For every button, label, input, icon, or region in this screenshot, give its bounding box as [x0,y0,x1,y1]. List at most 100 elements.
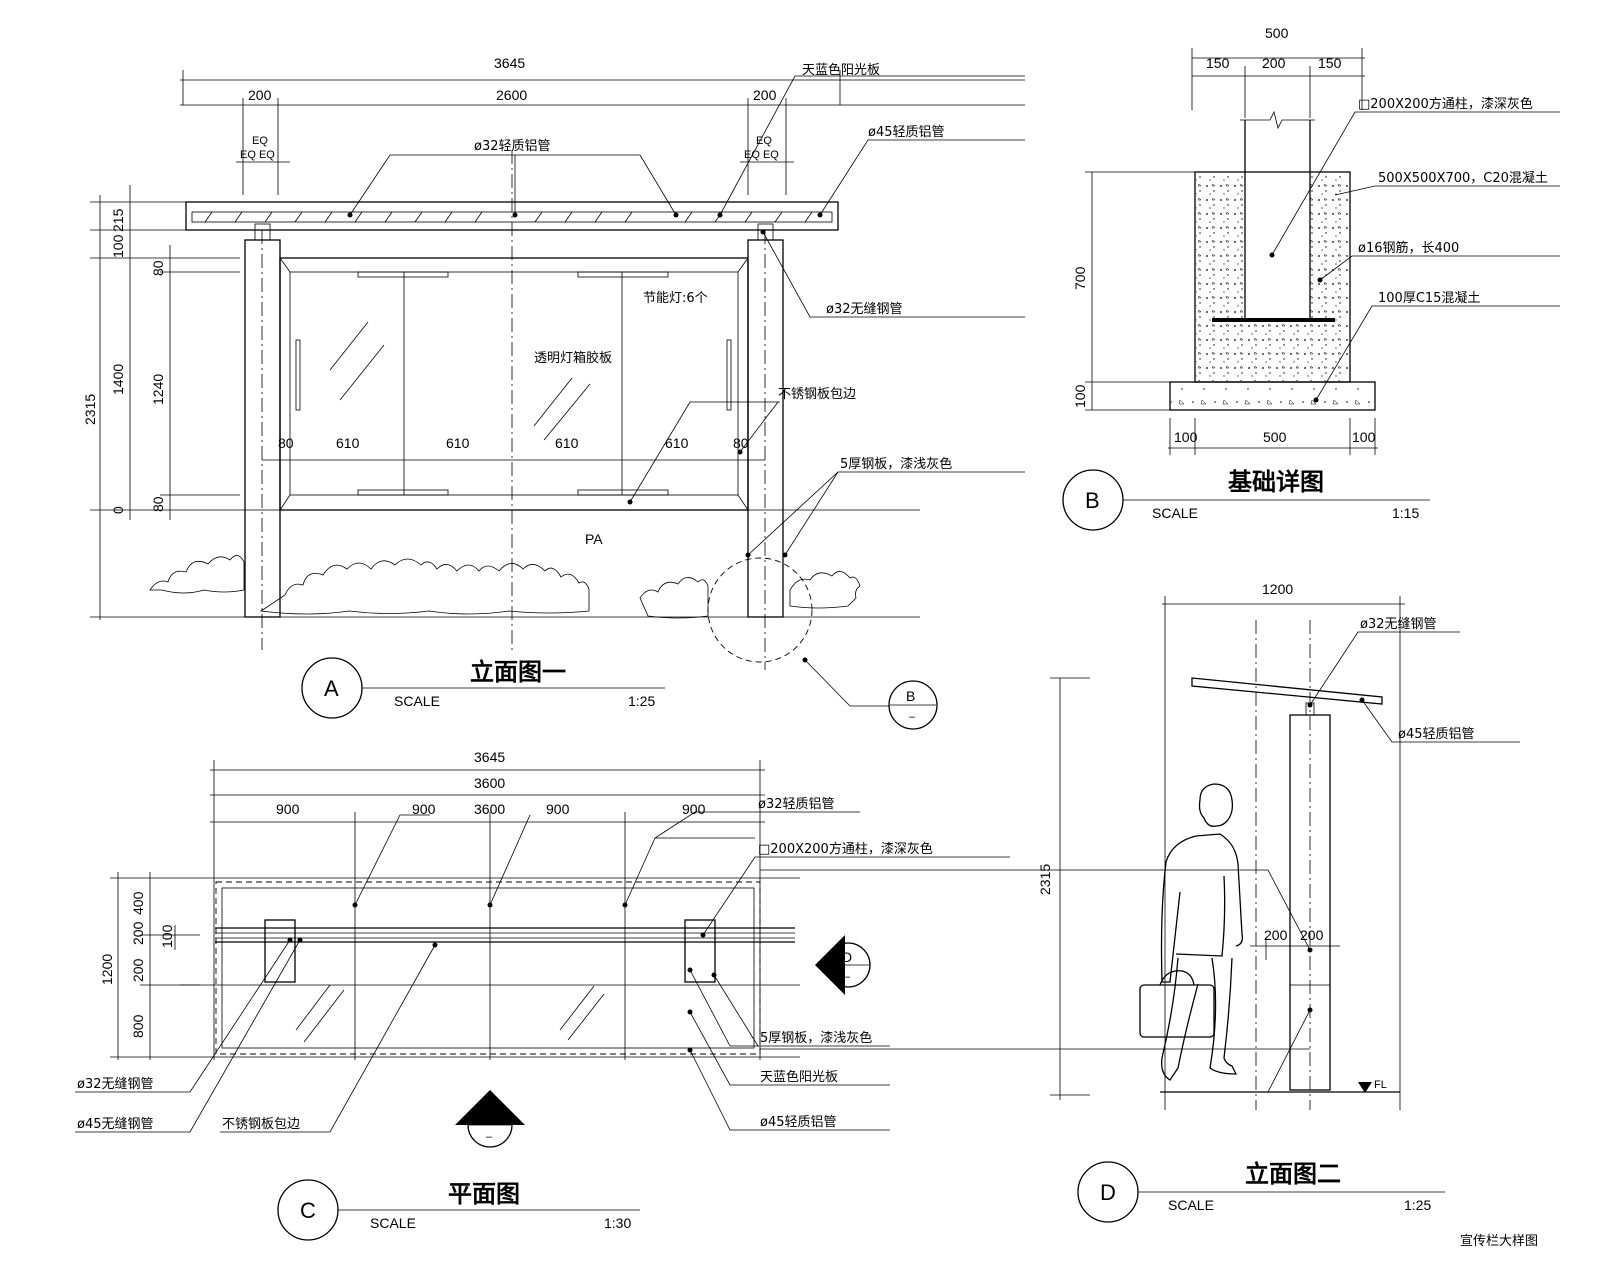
section-a-sub: – [486,1131,493,1143]
label-lamp: 节能灯:6个 [643,291,708,306]
title-plan: 平面图 [448,1180,520,1208]
dim-1400: 1400 [110,364,126,395]
label-light-box: 透明灯箱胶板 [534,350,612,366]
label-sky-blue-panel: 天蓝色阳光板 [802,62,880,78]
plabel-sky-blue-panel: 天蓝色阳光板 [760,1069,838,1085]
dim-80-bottom: 80 [150,496,166,512]
label-al-pipe-45: ø45轻质铝管 [868,125,945,140]
elevation-1: 3645 200 2600 200 EQ EQ EQ EQ EQ EQ 2315… [82,55,1025,730]
scale-c: 1:30 [604,1215,631,1231]
plabel-stainless-edge: 不锈钢板包边 [222,1117,300,1132]
pdim-1200: 1200 [99,954,115,985]
dim-200-right: 200 [753,87,777,103]
flabel-base: 100厚C15混凝土 [1378,290,1480,306]
eq-left-bottom: EQ EQ [240,149,275,161]
pdim-800: 800 [130,1014,146,1038]
title-foundation: 基础详图 [1228,468,1324,496]
plabel-steel-plate: 5厚钢板，漆浅灰色 [760,1030,872,1046]
flabel-rebar: ø16钢筋，长400 [1358,240,1459,256]
person-figure [1139,783,1244,1081]
fdim-500-top: 500 [1265,25,1289,41]
scale-d: 1:25 [1404,1197,1431,1213]
title-elevation-2: 立面图二 [1245,1160,1341,1188]
sheet-title: 宣传栏大样图 [1460,1233,1538,1249]
title-elevation-1: 立面图一 [470,658,566,686]
scale-word-c: SCALE [370,1215,416,1231]
dim-610-b: 610 [446,435,470,451]
dim-80-right: 80 [733,435,749,451]
plabel-column: □200X200方通柱，漆深灰色 [758,841,933,857]
flabel-concrete: 500X500X700，C20混凝土 [1378,170,1548,186]
dim-610-a: 610 [336,435,360,451]
section-a-arrow [455,1090,525,1125]
eq-left-top: EQ [252,135,268,147]
section-a-letter: A [484,1109,494,1125]
dim-3645: 3645 [494,55,525,71]
dim-80-top: 80 [150,260,166,276]
fdim-100-left: 100 [1072,384,1088,408]
ref-marker-b: B [906,688,915,704]
plan-view: 3645 3600 900 900 3600 900 900 [75,749,1010,1241]
pdim-900-a: 900 [276,801,300,817]
pdim-200-a: 200 [130,921,146,945]
marker-c-letter: C [300,1198,316,1223]
pdim-900-c: 900 [546,801,570,817]
dim-0: 0 [110,506,126,514]
fdim-500-b: 500 [1263,429,1287,445]
pdim-900-b: 900 [412,801,436,817]
pdim-3645: 3645 [474,749,505,765]
plabel-al-pipe-45: ø45轻质铝管 [760,1115,837,1130]
eq-right-bottom: EQ EQ [744,149,779,161]
dim-200-left: 200 [248,87,272,103]
pdim-400: 400 [130,891,146,915]
pdim-3600: 3600 [474,775,505,791]
marker-b-letter: B [1085,488,1100,513]
pa-label: PA [585,531,603,547]
scale-word-b: SCALE [1152,505,1198,521]
dim-2600: 2600 [496,87,527,103]
e2dim-200-b: 200 [1300,927,1324,943]
scale-word-d: SCALE [1168,1197,1214,1213]
label-steel-plate: 5厚钢板，漆浅灰色 [840,456,952,472]
fdim-100-br: 100 [1352,429,1376,445]
dim-100: 100 [110,234,126,258]
marker-a-letter: A [324,676,339,701]
label-seamless-32: ø32无缝钢管 [826,302,903,317]
fl-label: FL [1374,1079,1387,1091]
fdim-100-bl: 100 [1174,429,1198,445]
marker-d-letter: D [1100,1180,1116,1205]
flabel-column: □200X200方通柱，漆深灰色 [1358,96,1533,112]
pdim-100: 100 [159,924,175,948]
fdim-150-a: 150 [1206,55,1230,71]
fdim-700: 700 [1072,266,1088,290]
e2label-seamless-32: ø32无缝钢管 [1360,617,1437,632]
label-stainless-edge: 不锈钢板包边 [778,387,856,402]
e2dim-2315: 2315 [1037,864,1053,895]
fdim-150-b: 150 [1318,55,1342,71]
dim-610-c: 610 [555,435,579,451]
eq-right-top: EQ [756,135,772,147]
e2dim-1200: 1200 [1262,581,1293,597]
dim-215: 215 [110,208,126,232]
fdim-200: 200 [1262,55,1286,71]
plabel-al-pipe-32: ø32轻质铝管 [758,797,835,812]
scale-a: 1:25 [628,693,655,709]
pdim-3600-b: 3600 [474,801,505,817]
elevation-2: 1200 2315 FL 200 200 [760,581,1520,1223]
section-d-sub: – [844,971,851,983]
ref-marker-b-sub: – [909,711,916,723]
scale-word-a: SCALE [394,693,440,709]
foundation-detail: 500 150 200 150 700 100 100 500 100 [1062,25,1560,531]
dim-2315: 2315 [82,394,98,425]
label-al-pipe-32: ø32轻质铝管 [474,139,551,154]
e2dim-200-a: 200 [1264,927,1288,943]
plabel-seamless-32: ø32无缝钢管 [77,1077,154,1092]
e2label-al-pipe-45: ø45轻质铝管 [1398,727,1475,742]
scale-b: 1:15 [1392,505,1419,521]
section-d-letter: D [842,949,852,965]
pdim-200-b: 200 [130,958,146,982]
dim-1240: 1240 [150,374,166,405]
dim-80-left: 80 [278,435,294,451]
